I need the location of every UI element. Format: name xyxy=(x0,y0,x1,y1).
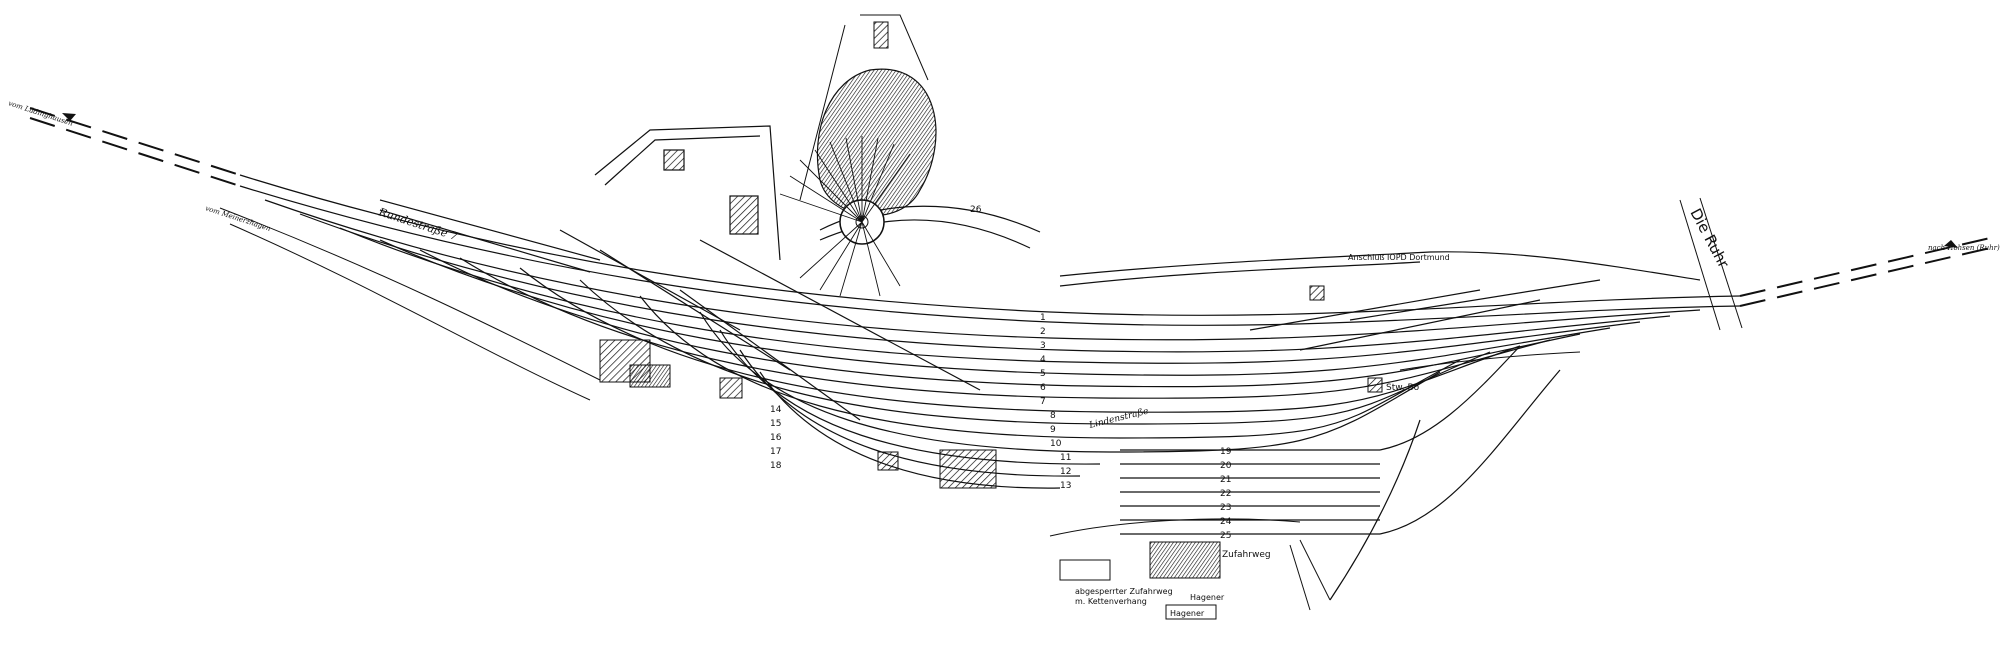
closed-road-label: abgesperrter Zufahrweg xyxy=(1075,587,1173,596)
right-approach-lines xyxy=(1739,237,1991,307)
direction-label: vom Meinerzhagen xyxy=(204,204,272,233)
track-number: 8 xyxy=(1050,411,1056,421)
roads xyxy=(219,197,1743,611)
street-label: Lindenstraße xyxy=(1087,407,1149,432)
track-number: 2 xyxy=(1040,327,1046,337)
approach-road-label: Zufahrweg xyxy=(1222,550,1271,560)
siding-label: Anschluß IOPD Dortmund xyxy=(1348,253,1450,262)
station-buildings xyxy=(599,285,1383,620)
track-number: 10 xyxy=(1050,439,1062,449)
track-number: 9 xyxy=(1050,425,1056,435)
arrow-icon xyxy=(62,113,76,121)
track-field xyxy=(239,174,1741,601)
river-label: Die Ruhr xyxy=(1686,205,1733,271)
track-number: 5 xyxy=(1040,369,1046,379)
track-number: 13 xyxy=(1060,481,1071,491)
track-number: 4 xyxy=(1040,355,1046,365)
arrow-icon xyxy=(1944,240,1958,248)
track-number-labels: 1 2 3 4 5 6 7 8 9 10 11 12 13 14 15 16 1… xyxy=(770,205,1232,541)
depot-area xyxy=(379,125,781,273)
track-number: 26 xyxy=(970,205,982,215)
track-number: 22 xyxy=(1220,489,1231,499)
track-number: 15 xyxy=(770,419,781,429)
signal-box-label: Stw. Bo xyxy=(1386,383,1420,393)
track-number: 14 xyxy=(770,405,782,415)
track-number: 16 xyxy=(770,433,782,443)
closed-road-label: m. Kettenverhang xyxy=(1075,597,1147,606)
track-number: 3 xyxy=(1040,341,1046,351)
hagener-label: Hagener xyxy=(1190,593,1225,602)
track-number: 12 xyxy=(1060,467,1071,477)
track-number: 1 xyxy=(1040,313,1046,323)
track-number: 18 xyxy=(770,461,782,471)
track-number: 19 xyxy=(1220,447,1232,457)
track-number: 24 xyxy=(1220,517,1232,527)
track-number: 23 xyxy=(1220,503,1231,513)
direction-label: nach Hohsen (Ruhr) xyxy=(1928,244,2000,252)
hagener-label: Hagener xyxy=(1170,609,1205,618)
left-approach-lines xyxy=(29,107,241,187)
track-number: 11 xyxy=(1060,453,1071,463)
track-number: 6 xyxy=(1040,383,1046,393)
track-number: 17 xyxy=(770,447,781,457)
track-number: 7 xyxy=(1040,397,1046,407)
track-number: 21 xyxy=(1220,475,1231,485)
track-number: 20 xyxy=(1220,461,1232,471)
roundhouse xyxy=(779,14,937,297)
track-number: 25 xyxy=(1220,531,1231,541)
